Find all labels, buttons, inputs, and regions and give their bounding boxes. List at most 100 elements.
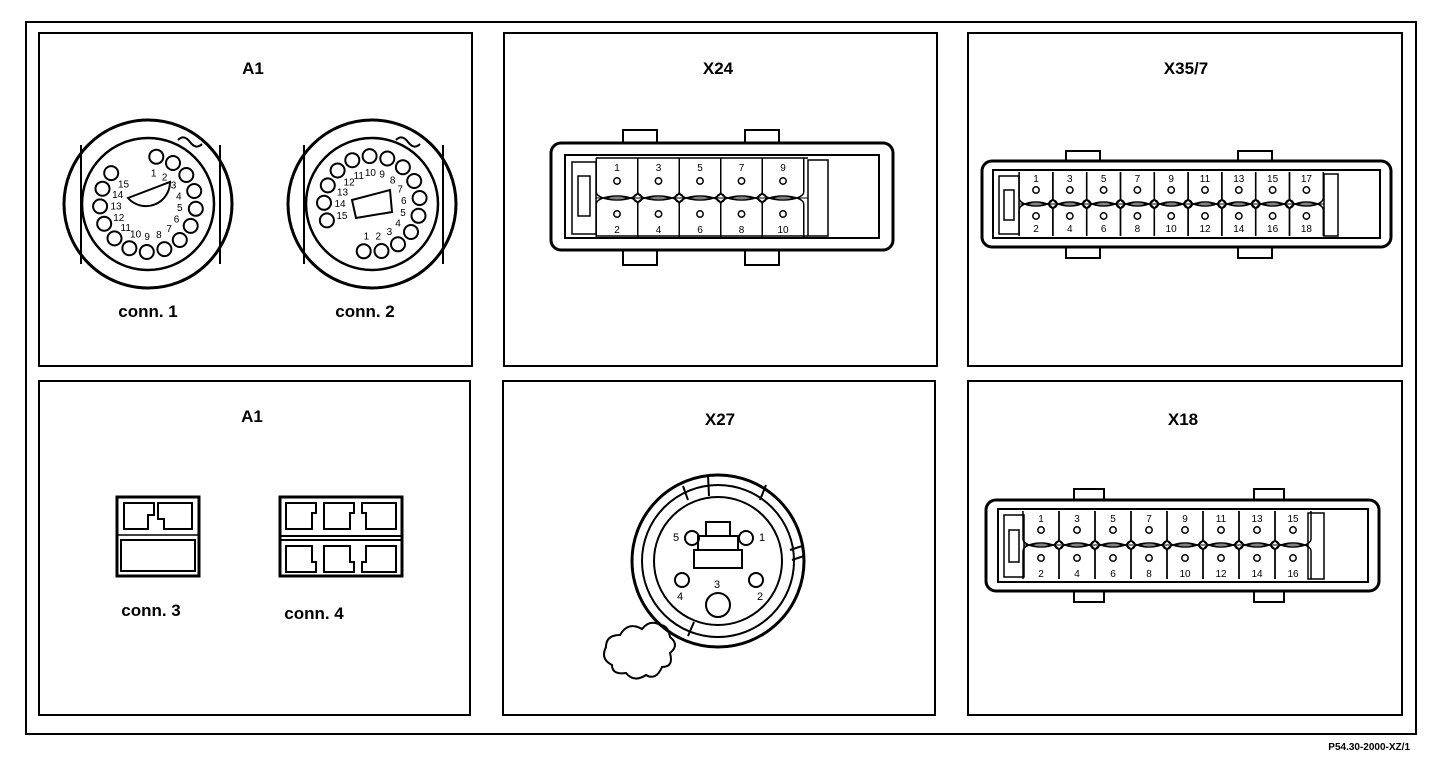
panel-x24 [503, 32, 938, 367]
round-pin-socket [344, 152, 361, 169]
x24-pin-socket [737, 177, 746, 185]
x35-7-pin-number: 17 [1301, 174, 1313, 185]
round-pin-number: 7 [397, 185, 403, 196]
round-pin-socket [148, 148, 165, 165]
x18-pin-socket [1217, 554, 1225, 562]
x18-pin-number: 12 [1215, 569, 1227, 580]
x18-connector-body [984, 488, 1381, 603]
x24-pin-socket [613, 210, 621, 218]
x18-pin-number: 1 [1038, 514, 1044, 525]
x35-7-pin-number: 12 [1199, 224, 1211, 235]
round-pin-number: 12 [344, 178, 356, 189]
x35-7-pin-socket [1099, 186, 1108, 194]
round-pin-socket [390, 236, 406, 253]
x24-pin-socket [737, 210, 746, 218]
round-pin-socket [318, 212, 335, 229]
round-pin-socket [316, 194, 332, 211]
x27-pin-number: 1 [759, 532, 765, 544]
x27-pin-number: 2 [757, 591, 763, 603]
x27-pin-number: 4 [677, 591, 683, 603]
x18-pin-number: 16 [1287, 569, 1299, 580]
x24-pin-number: 6 [697, 225, 703, 236]
round-pin-socket [403, 224, 419, 240]
x18-pin-number: 6 [1110, 569, 1116, 580]
round-pin-socket [361, 148, 378, 165]
round-pin-number: 13 [337, 188, 349, 199]
round-pin-number: 9 [144, 232, 150, 243]
x24-pin-socket [696, 210, 704, 218]
x18-pin-socket [1037, 526, 1045, 534]
x35-7-pin-socket [1065, 212, 1074, 220]
round-pin-socket [379, 150, 396, 167]
x35-7-pin-number: 14 [1233, 224, 1245, 235]
x18-pin-socket [1253, 526, 1261, 534]
round-pin-number: 8 [156, 230, 162, 241]
caption-conn-2: conn. 2 [335, 302, 395, 321]
x35-7-pin-number: 6 [1101, 224, 1107, 235]
round-pin-number: 3 [171, 181, 177, 192]
x35-7-pin-socket [1302, 186, 1311, 194]
x27-round-connector [603, 473, 806, 680]
panel-a1-bottom [38, 380, 471, 716]
x24-pin-number: 7 [739, 163, 745, 174]
round-pin-socket [411, 190, 428, 206]
round-pin-socket [156, 241, 173, 258]
x35-7-pin-number: 11 [1200, 174, 1211, 185]
x35-7-pin-number: 3 [1067, 174, 1073, 185]
x18-pin-number: 7 [1146, 514, 1152, 525]
x18-pin-socket [1289, 526, 1297, 534]
round-pin-number: 13 [110, 202, 122, 213]
round-pin-number: 15 [118, 179, 130, 190]
x18-cell-bottom [1274, 542, 1312, 579]
round-pin-number: 10 [365, 168, 377, 179]
x18-pin-number: 2 [1038, 569, 1044, 580]
x24-pin-socket [779, 177, 787, 185]
x35-7-pin-socket [1201, 212, 1209, 220]
x24-pin-socket [654, 177, 663, 185]
round-pin-number: 4 [395, 219, 401, 230]
round-pin-socket [319, 177, 336, 194]
caption-conn-3: conn. 3 [121, 601, 181, 620]
x35-7-pin-socket [1167, 186, 1176, 194]
x35-7-pin-socket [1065, 186, 1074, 194]
x18-pin-socket [1181, 526, 1189, 534]
x24-pin-socket [696, 177, 704, 185]
x18-pin-socket [1109, 554, 1117, 562]
x18-pin-number: 5 [1110, 514, 1116, 525]
x35-7-pin-socket [1268, 186, 1277, 194]
round-pin-socket [187, 200, 204, 217]
x24-pin-socket [613, 177, 621, 185]
x18-pin-number: 10 [1179, 569, 1191, 580]
round-pin-socket [410, 207, 427, 224]
flat-connector-3 [115, 495, 201, 578]
round-pin-number: 5 [177, 203, 183, 214]
x35-7-pin-number: 15 [1267, 174, 1279, 185]
x24-cell-bottom [761, 195, 805, 238]
x18-pin-number: 14 [1251, 569, 1263, 580]
x18-pin-socket [1217, 526, 1225, 534]
caption-conn-4: conn. 4 [284, 604, 344, 623]
x24-pin-number: 5 [697, 163, 703, 174]
round-pin-number: 1 [364, 232, 370, 243]
caption-conn-1: conn. 1 [118, 302, 178, 321]
x24-pin-number: 2 [614, 225, 620, 236]
round-pin-socket [96, 215, 113, 232]
x35-7-pin-socket [1099, 212, 1108, 220]
x35-7-pin-number: 13 [1233, 174, 1245, 185]
x35-7-pin-socket [1032, 212, 1040, 220]
x18-pin-number: 4 [1074, 569, 1080, 580]
round-pin-number: 3 [387, 227, 393, 238]
flat-connector-4 [278, 495, 404, 578]
x35-7-pin-socket [1234, 212, 1243, 220]
x18-pin-socket [1073, 554, 1081, 562]
x27-pin-socket [738, 530, 754, 546]
round-pin-socket [138, 244, 155, 260]
round-pin-socket [186, 183, 203, 199]
round-pin-number: 10 [130, 230, 142, 241]
round-pin-number: 2 [162, 173, 168, 184]
